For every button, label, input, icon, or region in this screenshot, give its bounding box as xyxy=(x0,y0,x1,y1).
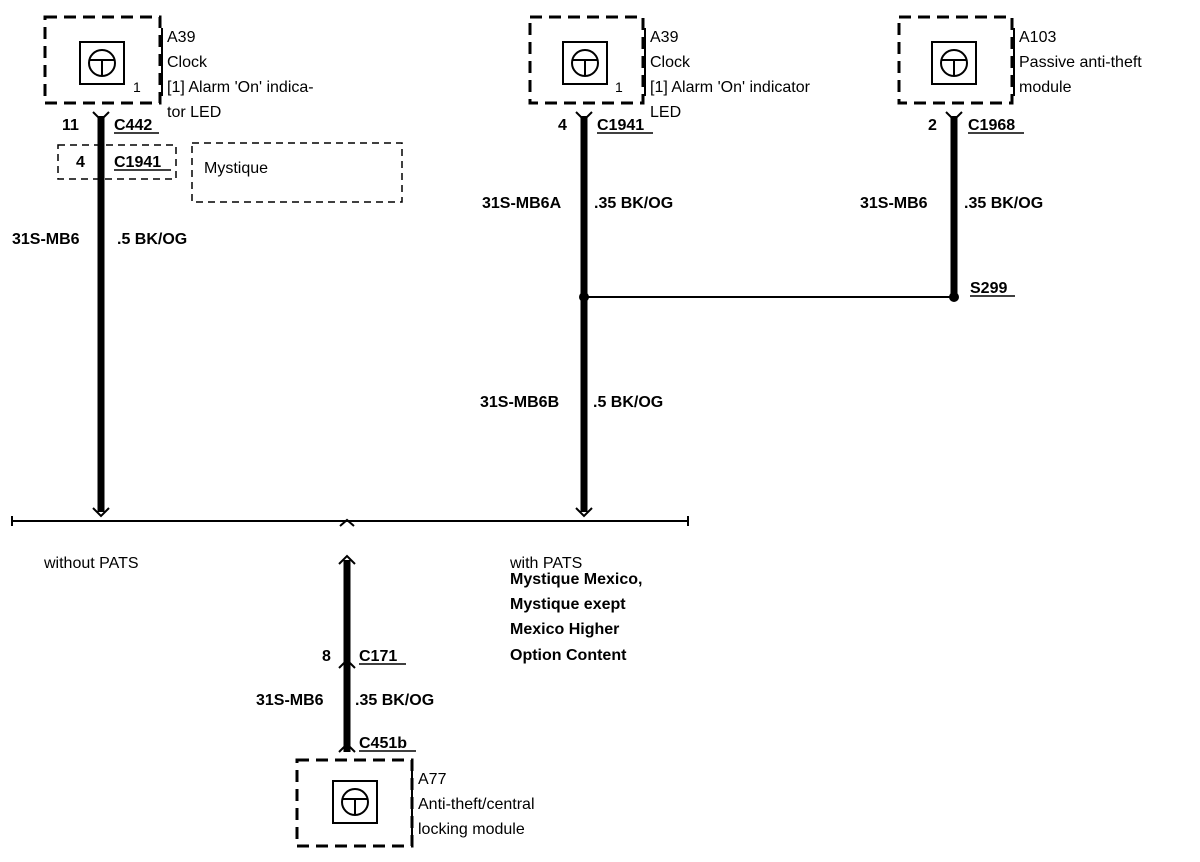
option-note: Mexico Higher xyxy=(510,621,619,638)
component-desc-line1: [1] Alarm 'On' indica- xyxy=(167,79,314,96)
component-desc-line1: [1] Alarm 'On' indicator xyxy=(650,79,811,96)
pin-number: 1 xyxy=(133,79,141,95)
wire-gauge-color: .35 BK/OG xyxy=(964,195,1043,212)
splice-id: S299 xyxy=(970,280,1007,297)
wire-circuit: 31S-MB6B xyxy=(480,394,559,411)
component-id: A77 xyxy=(418,771,447,788)
connector-arrow-icon xyxy=(92,111,110,122)
component-name-line2: module xyxy=(1019,79,1072,96)
variant-label: Mystique xyxy=(204,160,268,177)
connector-id: C171 xyxy=(359,648,397,665)
component-a77: A77 Anti-theft/central locking module xyxy=(295,758,535,848)
connector-id: C451b xyxy=(359,735,407,752)
wire-left: 11 C442 31S-MB6 .5 BK/OG xyxy=(12,111,187,518)
module-symbol-icon xyxy=(562,41,608,85)
wire-middle: 4 C1941 31S-MB6A .35 BK/OG 31S-MB6B .5 B… xyxy=(480,111,673,518)
component-id: A39 xyxy=(167,29,196,46)
bus-split-icon xyxy=(339,518,355,527)
connector-alt-mystique: 4 C1941 Mystique xyxy=(57,142,403,203)
connector-pin: 4 xyxy=(76,154,85,171)
module-symbol-icon xyxy=(79,41,125,85)
wire-gauge-color: .5 BK/OG xyxy=(117,231,187,248)
wire-gauge-color: .35 BK/OG xyxy=(594,195,673,212)
pin-number: 1 xyxy=(615,79,623,95)
connector-id: C1941 xyxy=(114,154,161,171)
wire-circuit: 31S-MB6A xyxy=(482,195,562,212)
connector-id: C442 xyxy=(114,117,152,134)
connector-arrow-icon xyxy=(92,507,110,518)
module-symbol-icon xyxy=(332,780,378,824)
option-with-pats: with PATS xyxy=(509,555,582,572)
wire-gauge-color: .5 BK/OG xyxy=(593,394,663,411)
wire-gauge-color: .35 BK/OG xyxy=(355,692,434,709)
connector-id: C1968 xyxy=(968,117,1015,134)
option-note: Mystique exept xyxy=(510,596,626,613)
option-note: Option Content xyxy=(510,647,627,664)
option-note: Mystique Mexico, xyxy=(510,571,642,588)
wire-right: 2 C1968 31S-MB6 .35 BK/OG xyxy=(860,111,1043,297)
component-a103: A103 Passive anti-theft module xyxy=(897,15,1142,105)
component-a39-left: 1 A39 Clock [1] Alarm 'On' indica- tor L… xyxy=(43,15,314,121)
component-desc-line2: LED xyxy=(650,104,681,121)
wire-circuit: 31S-MB6 xyxy=(860,195,928,212)
connector-arrow-icon xyxy=(575,507,593,518)
component-name: Clock xyxy=(167,54,208,71)
connector-arrow-icon xyxy=(338,742,356,753)
component-name-line1: Anti-theft/central xyxy=(418,796,535,813)
component-desc-line2: tor LED xyxy=(167,104,221,121)
component-id: A103 xyxy=(1019,29,1056,46)
module-symbol-icon xyxy=(931,41,977,85)
component-name-line2: locking module xyxy=(418,821,525,838)
connector-id: C1941 xyxy=(597,117,644,134)
wire-circuit: 31S-MB6 xyxy=(256,692,324,709)
option-without-pats: without PATS xyxy=(43,555,139,572)
connector-arrow-icon xyxy=(338,554,356,565)
connector-arrow-icon xyxy=(945,111,963,122)
wire-bottom: 8 C171 31S-MB6 .35 BK/OG C451b xyxy=(256,554,434,753)
component-name: Clock xyxy=(650,54,691,71)
component-name-line1: Passive anti-theft xyxy=(1019,54,1142,71)
connector-pin: 2 xyxy=(928,117,937,134)
connector-pin: 11 xyxy=(62,117,79,134)
connector-pin: 8 xyxy=(322,648,331,665)
connector-arrow-icon xyxy=(338,658,356,669)
connector-arrow-icon xyxy=(575,111,593,122)
option-bus: without PATS with PATS Mystique Mexico, … xyxy=(11,516,689,664)
component-id: A39 xyxy=(650,29,679,46)
component-a39-right: 1 A39 Clock [1] Alarm 'On' indicator LED xyxy=(528,15,811,121)
splice-s299: S299 xyxy=(584,280,1015,302)
wire-circuit: 31S-MB6 xyxy=(12,231,80,248)
connector-pin: 4 xyxy=(558,117,567,134)
